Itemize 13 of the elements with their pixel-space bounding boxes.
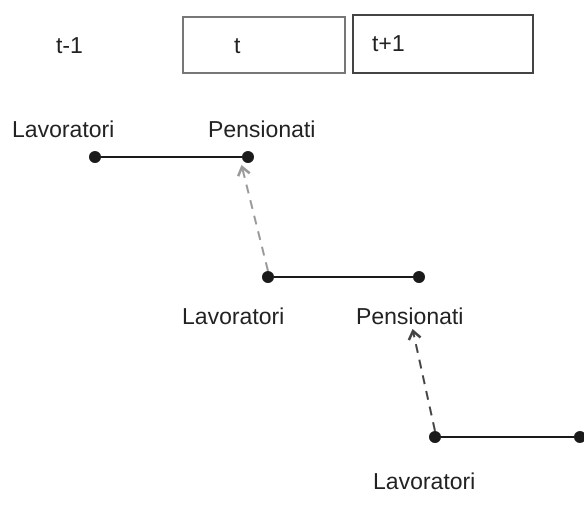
- connector-line: [101, 156, 242, 158]
- time-label: t-1: [56, 34, 83, 56]
- time-period-box: t: [182, 16, 346, 74]
- time-period-box: t+1: [352, 14, 534, 74]
- group-label: Pensionati: [208, 118, 316, 140]
- connector-line: [441, 436, 574, 438]
- dashed-arrow: [408, 330, 436, 432]
- dashed-arrow: [236, 166, 269, 272]
- group-label: Pensionati: [356, 305, 464, 327]
- group-label: Lavoratori: [182, 305, 284, 327]
- connector-line: [274, 276, 413, 278]
- group-label: Lavoratori: [373, 470, 476, 492]
- group-label: Lavoratori: [12, 118, 114, 140]
